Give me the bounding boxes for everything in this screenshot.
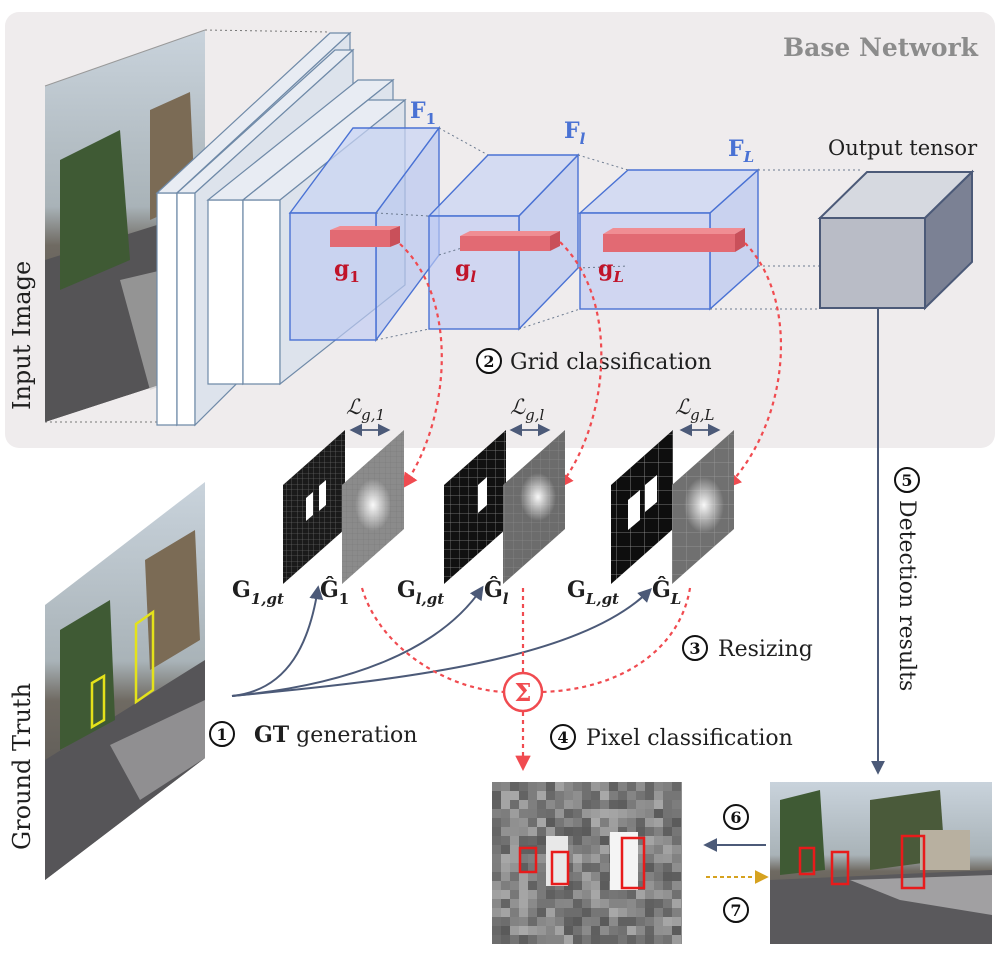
loss-label-1: ℒg,1: [346, 395, 391, 437]
feature-cube-L: [578, 168, 760, 311]
output-tensor-label: Output tensor: [828, 136, 978, 160]
feature-label-L: FL: [728, 136, 754, 166]
svg-text:7: 7: [730, 901, 741, 920]
grid-bar-1: [330, 226, 400, 247]
svg-text:5: 5: [901, 471, 912, 490]
arrow-gt-to-G1: [231, 585, 324, 697]
arrow-grid-to-pred-1: [399, 243, 443, 489]
svg-text:GT generation: GT generation: [254, 722, 417, 748]
pred-label-L: ĜL: [652, 576, 681, 608]
pred-label-1: Ĝ1: [320, 576, 349, 608]
gt-map-1: [283, 430, 345, 584]
svg-text:Detection results: Detection results: [894, 500, 919, 691]
svg-text:2: 2: [483, 352, 494, 371]
gt-label-1: G1,gt: [232, 577, 284, 608]
grid-label-L: gL: [598, 256, 624, 286]
sum-node: Σ: [502, 671, 544, 713]
arrow-gt-to-Gl: [231, 585, 484, 697]
arrow-gt-to-GL: [231, 588, 652, 697]
svg-text:ℒg,1: ℒg,1: [346, 395, 385, 424]
grid-label-1: g1: [334, 256, 360, 286]
pred-map-l: [503, 430, 565, 584]
svg-text:Pixel classification: Pixel classification: [586, 726, 793, 751]
step-1-label: 1 GT generation: [209, 721, 417, 748]
gt-label-L: GL,gt: [567, 577, 619, 608]
step-6-label: 6: [723, 804, 749, 830]
step-7-label: 7: [723, 897, 749, 923]
output-tensor-cube: [817, 169, 975, 311]
ground-truth-image: [45, 482, 205, 880]
pred-map-1: [342, 430, 404, 584]
grid-label-l: gl: [455, 256, 476, 286]
svg-text:Fl: Fl: [564, 118, 586, 148]
svg-text:Σ: Σ: [515, 678, 532, 707]
svg-text:1: 1: [216, 725, 227, 744]
step-4-label: 4 Pixel classification: [550, 724, 793, 751]
svg-text:Resizing: Resizing: [718, 637, 813, 662]
svg-text:ℒg,l: ℒg,l: [510, 395, 544, 424]
detection-result-image: [770, 782, 992, 944]
gt-label-l: Gl,gt: [397, 577, 444, 608]
svg-text:4: 4: [557, 728, 568, 747]
svg-text:3: 3: [689, 639, 700, 658]
loss-label-l: ℒg,l: [509, 395, 551, 437]
resize-curve-1: [360, 587, 506, 694]
arrow-grid-to-pred-l: [558, 241, 603, 489]
svg-text:Grid classification: Grid classification: [510, 350, 712, 375]
feature-label-1: F1: [410, 98, 436, 128]
feature-label-l: Fl: [564, 118, 586, 148]
grid-bar-L: [603, 228, 745, 252]
step-5-label: 5 Detection results: [892, 456, 922, 716]
loss-label-L: ℒg,L: [675, 395, 721, 437]
pred-map-L: [672, 430, 734, 584]
gt-map-l: [444, 430, 506, 584]
pred-label-l: Ĝl: [484, 576, 509, 608]
pixel-classification-map: [492, 782, 682, 944]
svg-text:FL: FL: [728, 136, 754, 166]
ground-truth-label: Ground Truth: [8, 683, 36, 850]
step-3-label: 3 Resizing: [682, 635, 813, 662]
base-network-title: Base Network: [783, 33, 979, 62]
input-image-label: Input Image: [8, 261, 36, 410]
resize-curve-L: [540, 587, 692, 694]
grid-bar-l: [460, 231, 560, 251]
gt-map-L: [611, 430, 673, 584]
step-2-label: 2 Grid classification: [476, 348, 712, 375]
svg-text:6: 6: [730, 808, 741, 827]
svg-text:F1: F1: [410, 98, 436, 128]
svg-text:ℒg,L: ℒg,L: [675, 395, 714, 424]
